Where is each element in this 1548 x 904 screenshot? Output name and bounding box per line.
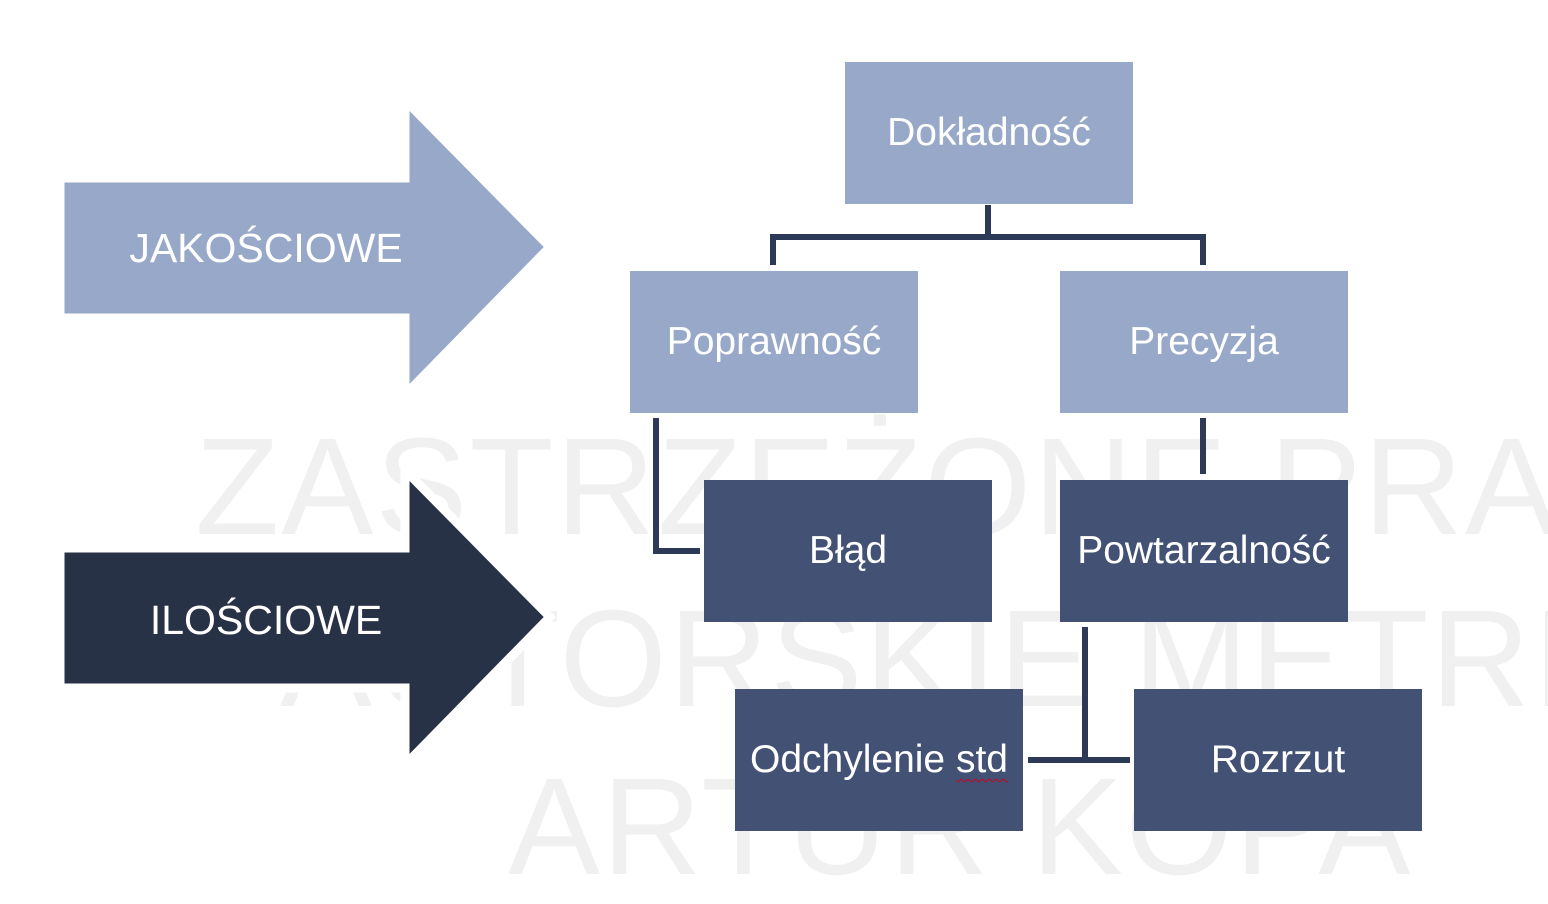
quantitative-arrow bbox=[55, 460, 557, 777]
node-trueness: Poprawność bbox=[630, 271, 918, 413]
connector-accuracy-to-children bbox=[770, 234, 1206, 265]
quantitative-label: ILOŚCIOWE bbox=[149, 597, 383, 643]
node-std-word: Odchylenie bbox=[750, 738, 946, 781]
node-trueness-label: Poprawność bbox=[666, 320, 882, 363]
node-error: Błąd bbox=[704, 480, 992, 622]
node-precision: Precyzja bbox=[1060, 271, 1348, 413]
node-error-label: Błąd bbox=[808, 529, 888, 572]
node-dispersion-label: Rozrzut bbox=[1210, 738, 1346, 781]
node-dispersion: Rozrzut bbox=[1134, 689, 1422, 831]
qualitative-label: JAKOŚCIOWE bbox=[129, 225, 403, 271]
qualitative-arrow bbox=[55, 90, 557, 407]
node-repeatability: Powtarzalność bbox=[1060, 480, 1348, 622]
node-accuracy-label: Dokładność bbox=[887, 111, 1091, 154]
connector-trueness-to-error bbox=[653, 418, 700, 554]
node-repeatability-label: Powtarzalność bbox=[1077, 529, 1331, 572]
node-std-abbr: std bbox=[955, 738, 1008, 781]
node-precision-label: Precyzja bbox=[1129, 320, 1279, 363]
node-standard-deviation: Odchylenie std bbox=[735, 689, 1023, 831]
node-accuracy: Dokładność bbox=[845, 62, 1133, 204]
